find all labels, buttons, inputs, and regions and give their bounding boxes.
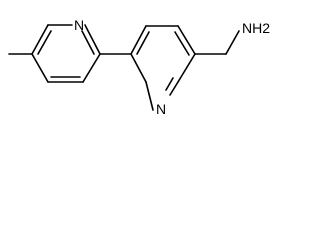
bond-c3p-c4p-double <box>136 31 150 55</box>
bond-n1-c2-double <box>81 30 95 55</box>
bond-c2p-c3p <box>130 53 147 83</box>
atom-label-amine: NH2 <box>242 20 270 36</box>
bond-c5p-c6p-double <box>174 31 190 56</box>
bond-c7p-n2 <box>169 81 179 96</box>
bond-c3p-c4p <box>130 25 147 55</box>
aminomethyl-bonds <box>194 30 240 55</box>
bond-c7p-n2-double <box>165 77 174 91</box>
structure-svg: N N NH2 <box>8 17 270 117</box>
bond-ch2-nh2 <box>225 30 240 55</box>
atom-label-n1: N <box>74 17 84 33</box>
ring-b-bonds <box>130 25 196 111</box>
bond-c4-c5 <box>31 53 49 83</box>
bond-n2-c2p <box>145 81 154 111</box>
bond-c5p-c6p <box>177 25 196 55</box>
bond-c6p-c7p <box>177 53 196 83</box>
atom-label-n2: N <box>156 101 166 117</box>
bond-c2-c3 <box>82 53 101 83</box>
bond-c5-c6-double <box>37 30 52 55</box>
bond-c5-c6 <box>31 24 49 55</box>
molecule-diagram: N N NH2 <box>8 17 271 117</box>
ring-a-bonds <box>8 24 101 83</box>
bond-n1-c2 <box>84 24 101 55</box>
